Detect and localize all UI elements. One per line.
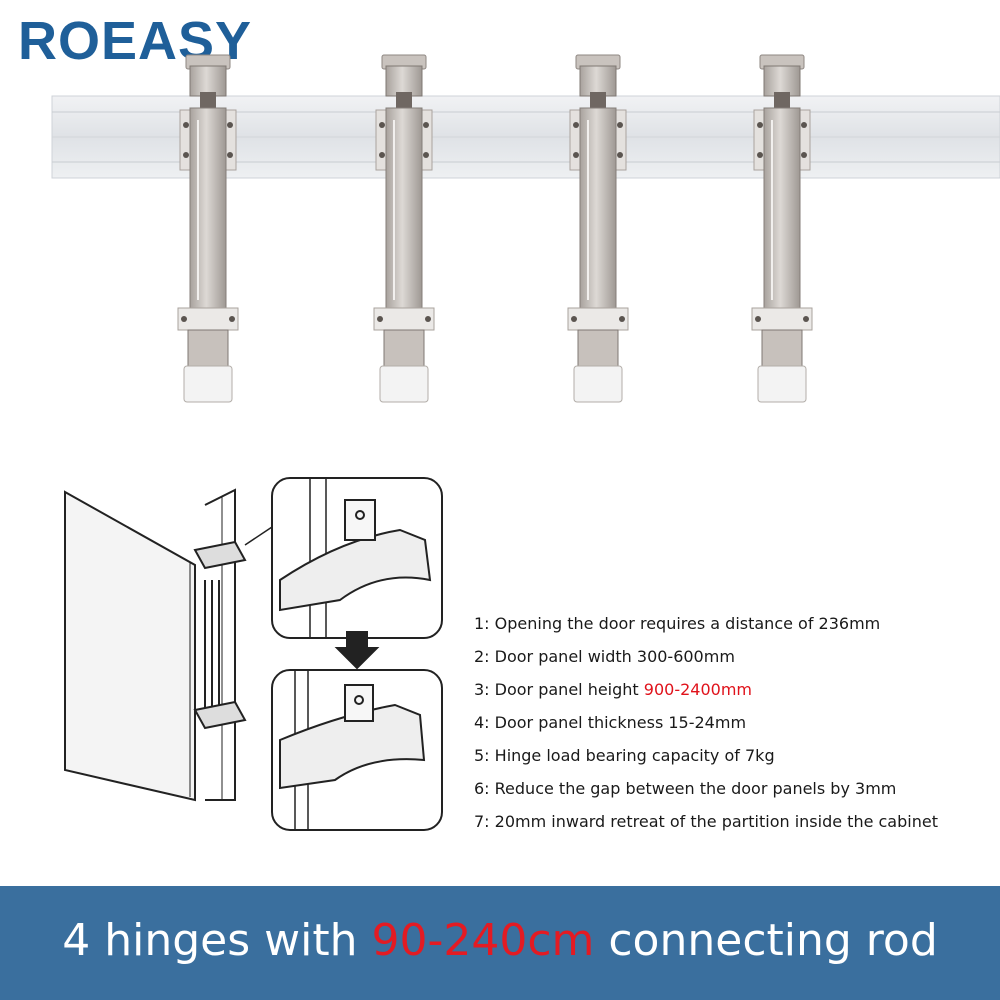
spec-item-1: 1: Opening the door requires a distance … xyxy=(474,614,881,633)
spec-item-6: 6: Reduce the gap between the door panel… xyxy=(474,779,897,798)
spec-item-5: 5: Hinge load bearing capacity of 7kg xyxy=(474,746,775,765)
bottom-banner: 4 hinges with 90-240cm connecting rod xyxy=(0,886,1000,1000)
installation-diagram xyxy=(64,477,443,831)
banner-text-before: 4 hinges with xyxy=(62,915,372,966)
spec-item-4: 4: Door panel thickness 15-24mm xyxy=(474,713,747,732)
spec-list: 1: Opening the door requires a distance … xyxy=(474,612,994,843)
banner-text-after: connecting rod xyxy=(594,915,938,966)
spec-item-3: 3: Door panel height 900-2400mm xyxy=(474,680,752,699)
spec-item-7: 7: 20mm inward retreat of the partition … xyxy=(474,812,938,831)
banner-highlight: 90-240cm xyxy=(371,915,595,966)
product-photo xyxy=(51,54,1000,403)
spec-item-2: 2: Door panel width 300-600mm xyxy=(474,647,735,666)
spec-highlight: 900-2400mm xyxy=(643,680,752,699)
